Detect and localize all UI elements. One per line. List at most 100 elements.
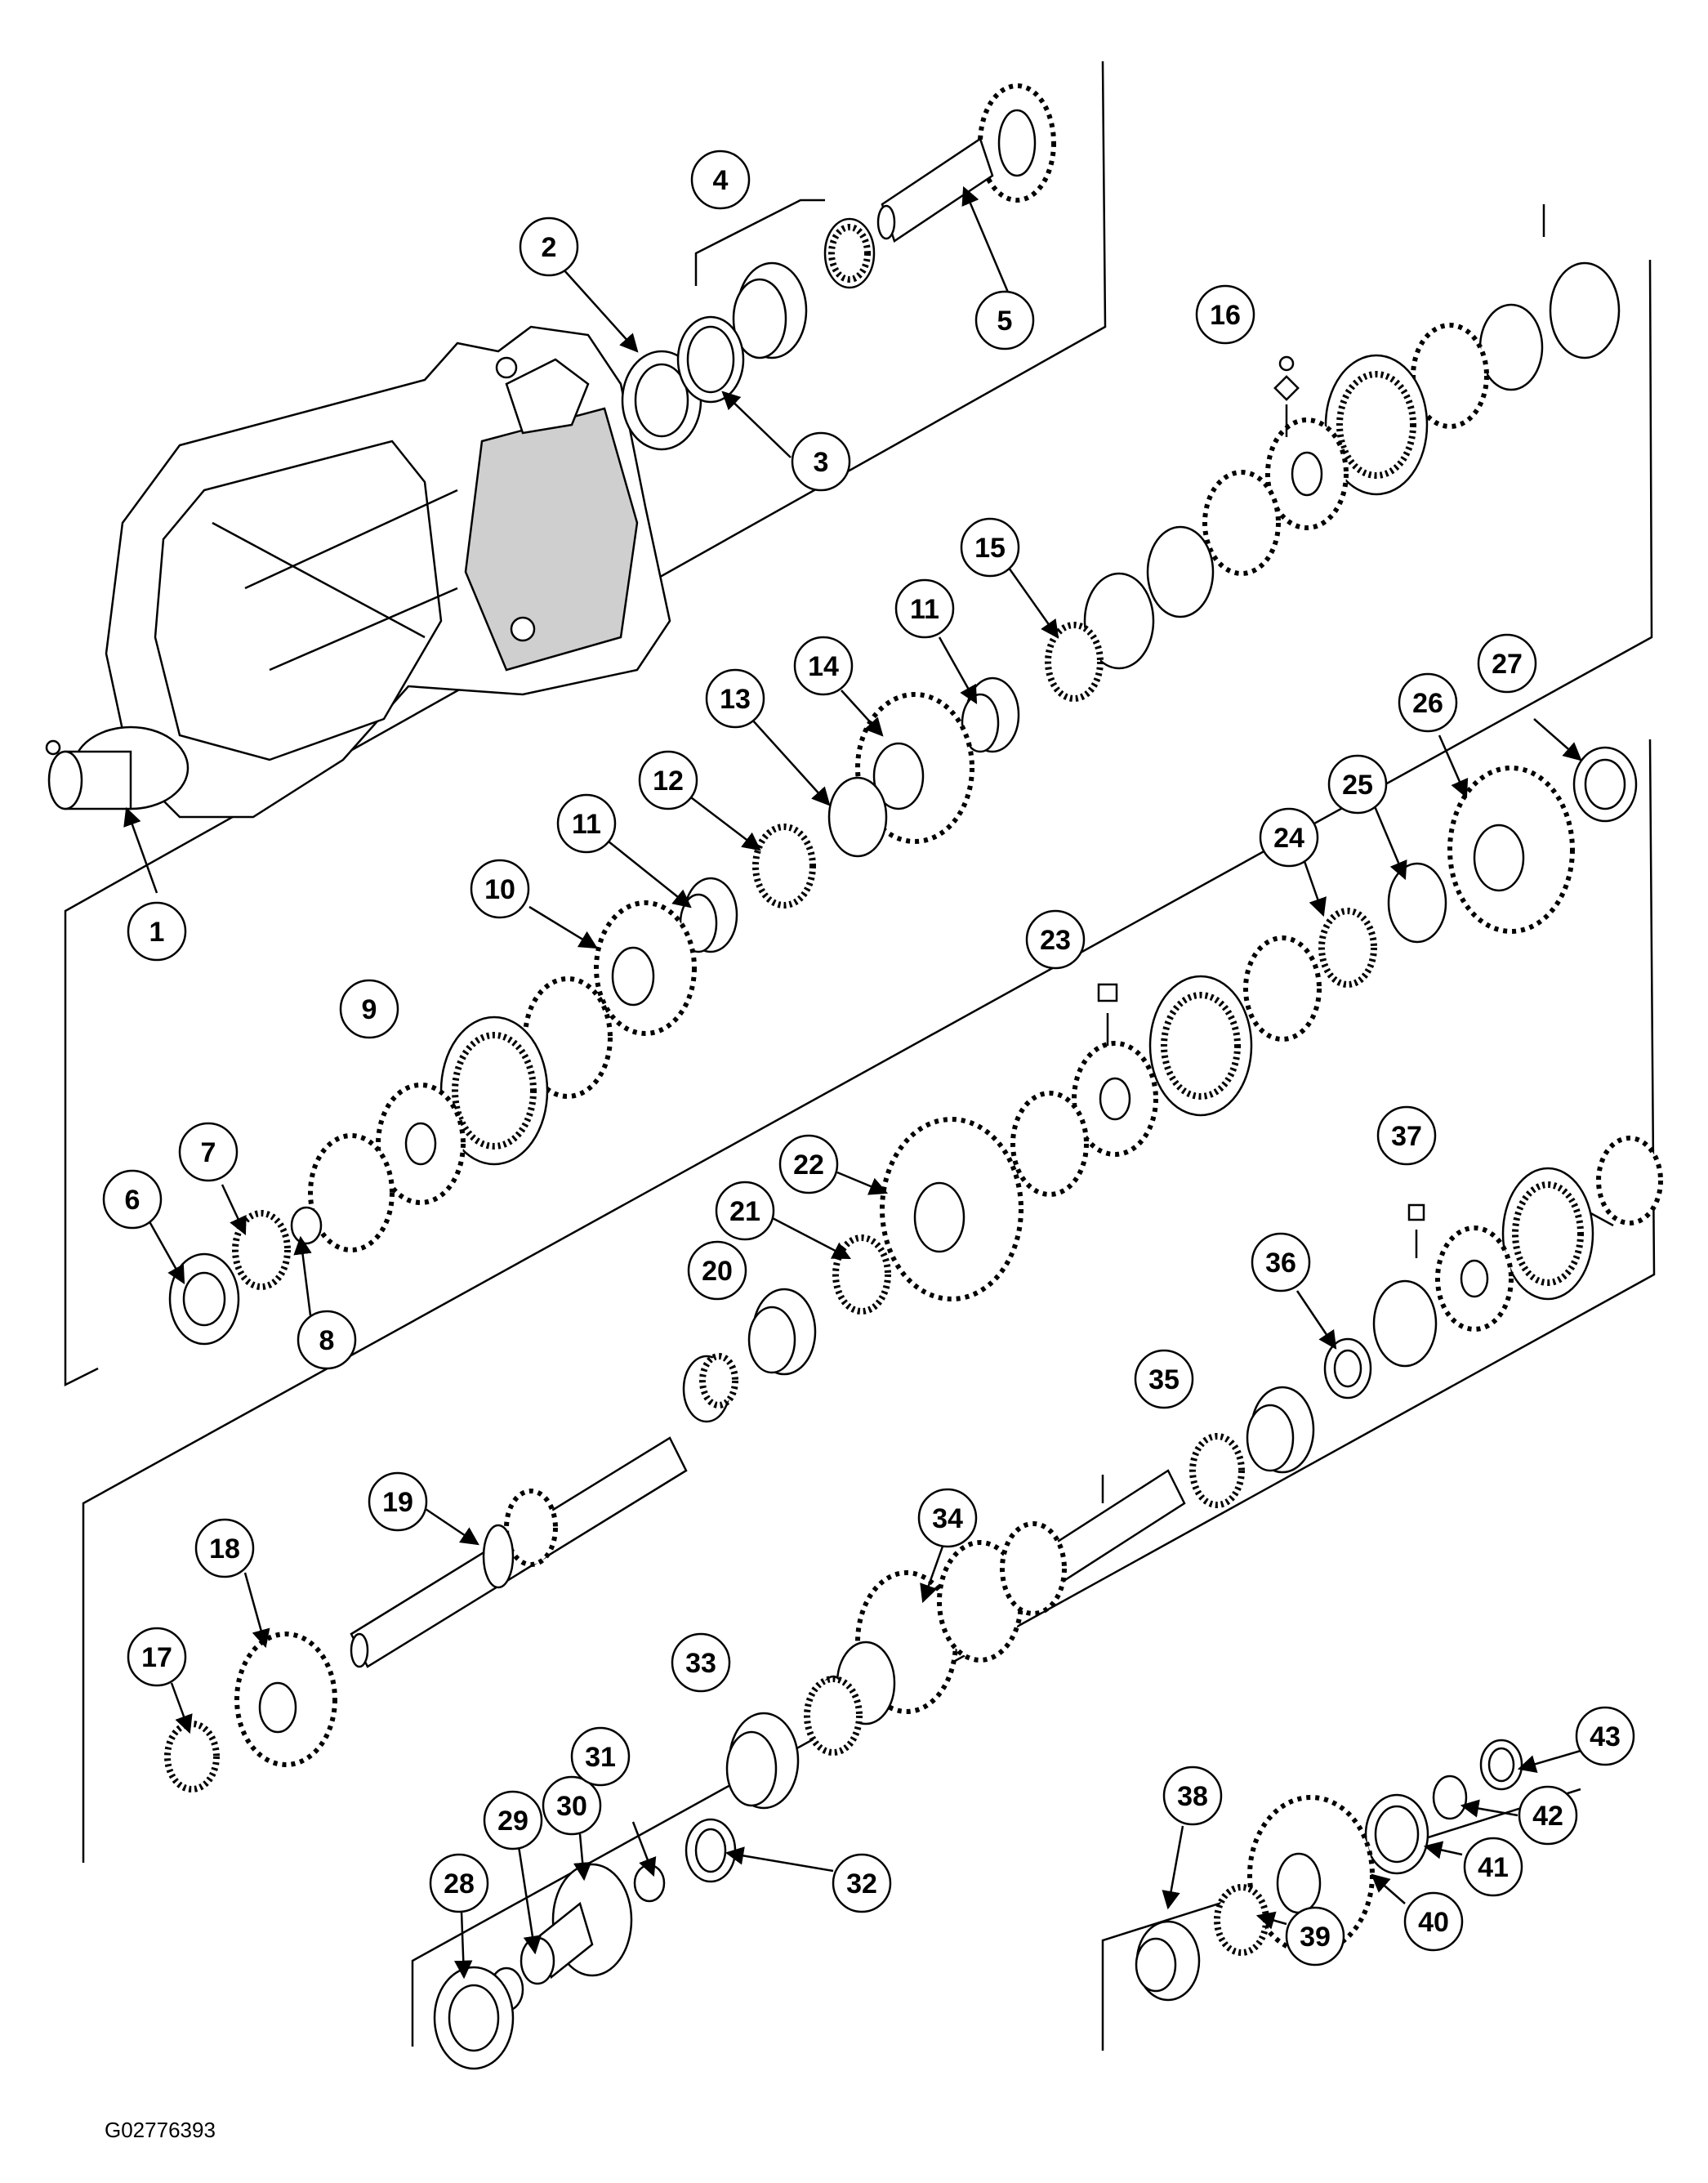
svg-text:37: 37	[1391, 1121, 1422, 1152]
callout-35: 35	[1134, 1349, 1194, 1409]
svg-text:6: 6	[125, 1185, 140, 1216]
countershaft-parts-row-3	[164, 746, 1638, 1792]
callout-41: 41	[1463, 1837, 1523, 1897]
callout-17: 17	[127, 1627, 187, 1687]
callout-23: 23	[1025, 909, 1086, 970]
callout-15: 15	[960, 517, 1020, 578]
svg-text:41: 41	[1478, 1852, 1509, 1883]
reverse-parts-row-5	[1135, 1739, 1523, 2002]
svg-text:28: 28	[444, 1868, 475, 1900]
svg-text:22: 22	[793, 1150, 824, 1181]
callout-10: 10	[470, 859, 530, 919]
callout-37: 37	[1376, 1105, 1437, 1166]
callout-11a: 11	[556, 793, 617, 854]
callout-2: 2	[519, 217, 579, 277]
svg-text:7: 7	[201, 1137, 216, 1168]
callout-38: 38	[1162, 1766, 1223, 1826]
callout-34: 34	[917, 1488, 978, 1548]
output-parts-row-4	[433, 1136, 1663, 2070]
callout-24: 24	[1259, 807, 1319, 868]
input-shaft	[876, 83, 1056, 243]
callout-6: 6	[102, 1169, 163, 1230]
callout-20: 20	[687, 1240, 747, 1301]
svg-text:16: 16	[1210, 300, 1241, 331]
svg-text:30: 30	[556, 1791, 587, 1822]
callout-27: 27	[1477, 633, 1537, 694]
callout-14: 14	[793, 636, 854, 696]
svg-text:40: 40	[1418, 1907, 1449, 1938]
transmission-case	[105, 325, 671, 819]
svg-text:39: 39	[1300, 1922, 1331, 1953]
callout-19: 19	[368, 1471, 428, 1532]
seals-2-3	[621, 315, 745, 451]
svg-text:9: 9	[362, 994, 377, 1025]
bearing-retainer	[45, 725, 190, 810]
synchronizer-assembly-16	[1083, 261, 1621, 670]
svg-text:20: 20	[702, 1256, 733, 1287]
svg-text:14: 14	[808, 651, 839, 682]
callout-3: 3	[791, 431, 851, 492]
callout-42: 42	[1518, 1785, 1578, 1846]
callout-22: 22	[778, 1134, 839, 1194]
svg-text:12: 12	[653, 766, 684, 797]
callout-43: 43	[1575, 1706, 1635, 1766]
callout-1: 1	[127, 901, 187, 962]
svg-text:32: 32	[846, 1868, 877, 1900]
svg-text:21: 21	[729, 1196, 760, 1227]
callout-12: 12	[638, 750, 698, 810]
callout-31: 31	[570, 1726, 631, 1787]
svg-text:24: 24	[1273, 823, 1304, 854]
svg-text:3: 3	[814, 447, 829, 478]
input-bearing	[732, 217, 876, 359]
svg-text:11: 11	[910, 594, 939, 625]
svg-text:33: 33	[685, 1648, 716, 1679]
svg-text:4: 4	[713, 165, 729, 196]
svg-text:17: 17	[141, 1642, 172, 1673]
svg-text:36: 36	[1265, 1248, 1296, 1279]
svg-text:19: 19	[382, 1487, 413, 1518]
callout-25: 25	[1327, 754, 1388, 815]
callout-33: 33	[671, 1632, 731, 1693]
svg-text:2: 2	[542, 232, 557, 263]
callout-32: 32	[832, 1853, 892, 1913]
mainshaft-parts-row-2	[168, 622, 1104, 1346]
callout-11b: 11	[894, 578, 955, 639]
callout-29: 29	[483, 1790, 543, 1850]
svg-text:10: 10	[484, 874, 515, 905]
callout-28: 28	[429, 1853, 489, 1913]
svg-text:23: 23	[1040, 925, 1071, 956]
figure-id: G02776393	[105, 2118, 216, 2142]
svg-text:13: 13	[720, 684, 751, 715]
svg-text:29: 29	[497, 1806, 528, 1837]
callout-26: 26	[1398, 672, 1458, 733]
callout-4: 4	[690, 150, 751, 210]
svg-text:26: 26	[1412, 688, 1443, 719]
callout-5: 5	[974, 290, 1035, 350]
callout-36: 36	[1251, 1232, 1311, 1292]
svg-text:8: 8	[319, 1325, 335, 1356]
svg-text:38: 38	[1177, 1781, 1208, 1812]
svg-text:31: 31	[585, 1742, 616, 1773]
svg-text:25: 25	[1342, 770, 1373, 801]
callout-40: 40	[1403, 1891, 1464, 1952]
svg-text:43: 43	[1590, 1721, 1621, 1752]
svg-text:27: 27	[1492, 649, 1523, 680]
svg-text:35: 35	[1148, 1364, 1180, 1395]
svg-text:11: 11	[572, 809, 601, 840]
callouts: 1 2 3 4 5 6 7 8 9 10 11 11 12 13 14 15 1…	[102, 150, 1635, 1966]
callout-39: 39	[1285, 1906, 1345, 1966]
svg-text:15: 15	[974, 533, 1006, 564]
svg-text:42: 42	[1532, 1801, 1563, 1832]
svg-text:34: 34	[932, 1503, 963, 1534]
callout-18: 18	[194, 1518, 255, 1578]
callout-16: 16	[1195, 284, 1255, 345]
svg-text:5: 5	[997, 306, 1013, 337]
callout-21: 21	[715, 1181, 775, 1241]
callout-13: 13	[705, 668, 765, 729]
svg-text:1: 1	[149, 917, 165, 948]
callout-9: 9	[339, 979, 399, 1039]
callout-30: 30	[542, 1775, 602, 1836]
svg-text:18: 18	[209, 1533, 240, 1565]
callout-8: 8	[297, 1310, 357, 1370]
